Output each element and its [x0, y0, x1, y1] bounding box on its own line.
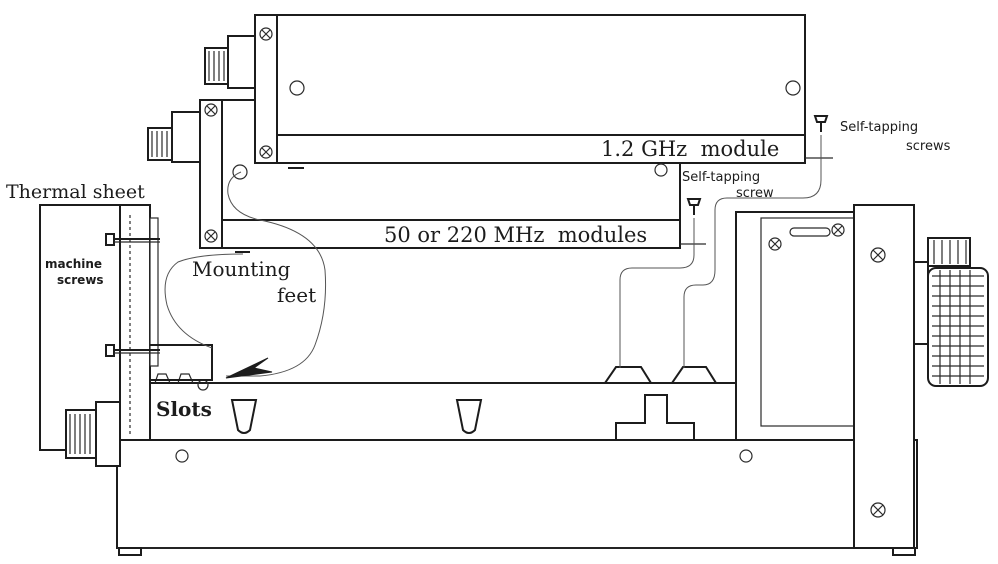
- module-1-2ghz: [204, 14, 833, 177]
- label-self-tapping-screw-line2: screw: [736, 186, 774, 201]
- rear-connector: [913, 237, 989, 387]
- boss-1: [604, 366, 652, 384]
- label-mounting-feet-line2: feet: [277, 283, 316, 307]
- main-chassis: [116, 366, 918, 556]
- slot-2: [455, 399, 483, 434]
- machine-screw-bottom: [105, 344, 160, 357]
- rear-panel: [735, 204, 989, 549]
- self-tapping-screw-lower: [686, 198, 702, 215]
- machine-screw-top: [105, 233, 160, 246]
- thermal-sheet: [149, 217, 159, 367]
- label-machine-screws-line2: screws: [57, 273, 104, 287]
- label-machine-screws-line1: machine: [45, 257, 102, 271]
- mounting-bracket: [150, 344, 213, 381]
- label-self-tapping-screws-line2: screws: [906, 139, 951, 154]
- chassis-hole-right: [739, 449, 753, 463]
- front-panel: [39, 204, 213, 467]
- chassis-hole-left: [175, 449, 189, 463]
- front-panel-side: [119, 204, 151, 441]
- rear-bracket-frame: [735, 211, 855, 441]
- label-self-tapping-screw-line1: Self-tapping: [682, 170, 760, 185]
- chassis-base: [116, 439, 918, 549]
- mounting-foot-arrow: [225, 357, 273, 379]
- label-50-220mhz-modules: 50 or 220 MHz modules: [384, 223, 647, 247]
- label-slots: Slots: [156, 397, 212, 421]
- chassis-deck: [149, 382, 737, 441]
- label-mounting-feet-line1: Mounting: [192, 257, 291, 281]
- rear-panel-plate: [853, 204, 915, 549]
- slot-1: [230, 399, 258, 434]
- module-1-2ghz-body: [254, 14, 806, 164]
- label-1-2ghz-module: 1.2 GHz module: [601, 137, 779, 161]
- label-thermal-sheet: Thermal sheet: [6, 181, 145, 203]
- self-tapping-screw-upper: [813, 115, 829, 132]
- label-self-tapping-screws-line1: Self-tapping: [840, 120, 918, 135]
- t-block: [615, 394, 695, 441]
- boss-2: [671, 366, 717, 384]
- assembly-guides: [164, 135, 822, 377]
- front-connector: [65, 401, 121, 467]
